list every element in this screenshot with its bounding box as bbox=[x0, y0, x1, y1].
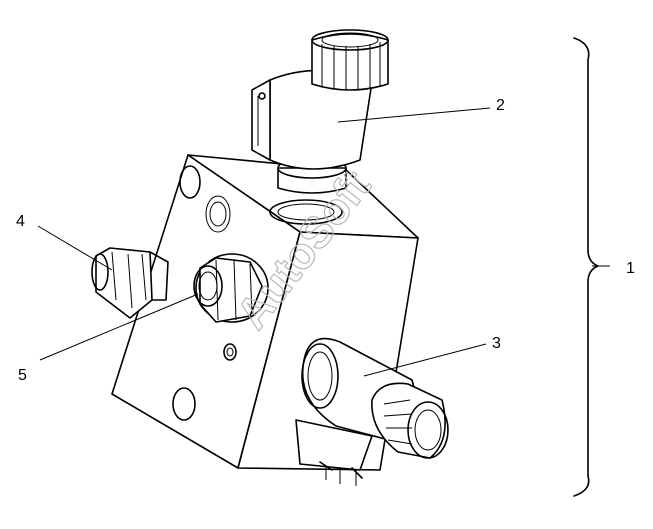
top-port-ring bbox=[269, 199, 343, 225]
leader-line-3 bbox=[363, 343, 487, 377]
callout-label-5: 5 bbox=[18, 367, 27, 384]
solenoid-valve-right bbox=[295, 337, 449, 486]
solenoid-valve-top bbox=[251, 29, 389, 194]
leader-lines bbox=[37, 107, 610, 377]
block-port-small bbox=[223, 343, 237, 361]
callout-label-1: 1 bbox=[626, 260, 635, 277]
leader-line-4 bbox=[37, 225, 113, 271]
leader-line-5 bbox=[39, 293, 199, 361]
assembly-brace bbox=[573, 37, 599, 497]
plug-center bbox=[193, 253, 269, 323]
block-port-lower bbox=[172, 387, 196, 421]
callout-label-2: 2 bbox=[496, 97, 505, 114]
leader-line-2 bbox=[337, 107, 491, 123]
block-port-upper bbox=[179, 165, 231, 233]
fitting-left bbox=[91, 247, 169, 319]
callout-label-3: 3 bbox=[492, 335, 501, 352]
callout-label-4: 4 bbox=[16, 213, 25, 230]
